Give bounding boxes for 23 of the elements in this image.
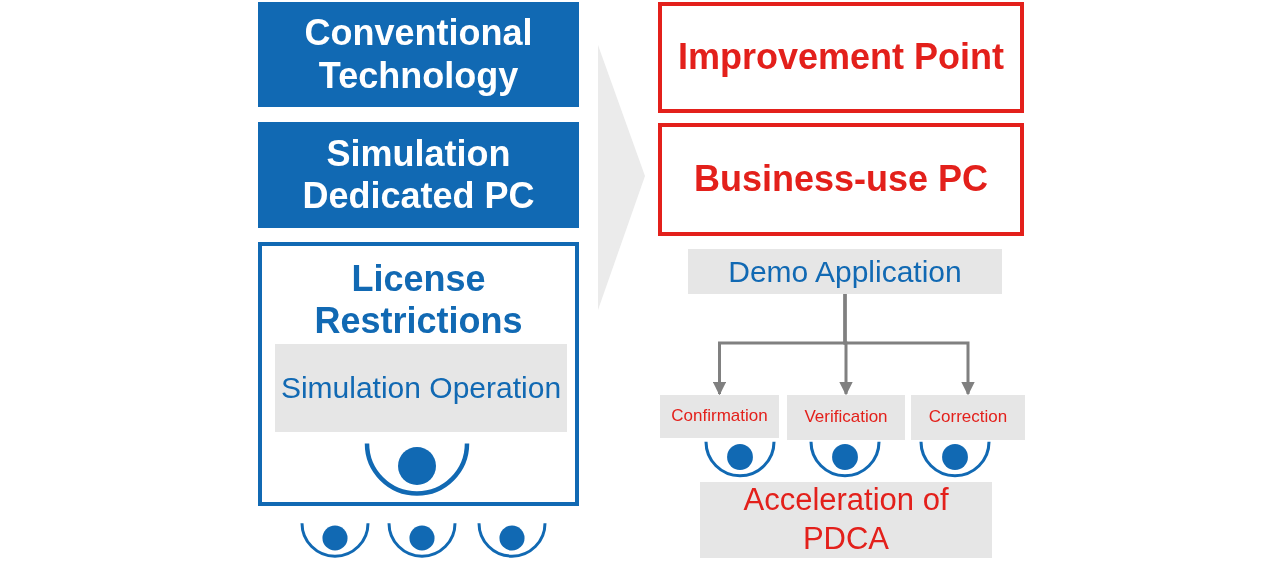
label-box <box>700 482 992 558</box>
label-box <box>911 395 1025 440</box>
label-box <box>275 344 567 432</box>
box-text: Business-use PC <box>693 158 989 201</box>
title-box <box>658 2 1024 113</box>
label-box <box>688 249 1002 294</box>
box-text: Demo Application <box>728 253 962 290</box>
label-box <box>787 395 905 440</box>
box-text: Confirmation <box>671 406 768 427</box>
box-text: License Restrictions <box>313 258 524 343</box>
title-box <box>258 122 579 228</box>
box-text: Correction <box>928 407 1008 428</box>
label-box <box>660 395 779 438</box>
title-box <box>658 123 1024 236</box>
box-text: Verification <box>804 407 888 428</box>
box-text: Acceleration of PDCA <box>742 481 950 558</box>
box-text: Simulation Dedicated PC <box>301 132 536 218</box>
panel-box <box>258 242 579 506</box>
arrow <box>843 294 975 396</box>
box-text: Simulation Operation <box>280 370 562 406</box>
title-box <box>258 2 579 107</box>
box-text: Conventional Technology <box>303 12 534 97</box>
box-text: Improvement Point <box>677 36 1004 79</box>
